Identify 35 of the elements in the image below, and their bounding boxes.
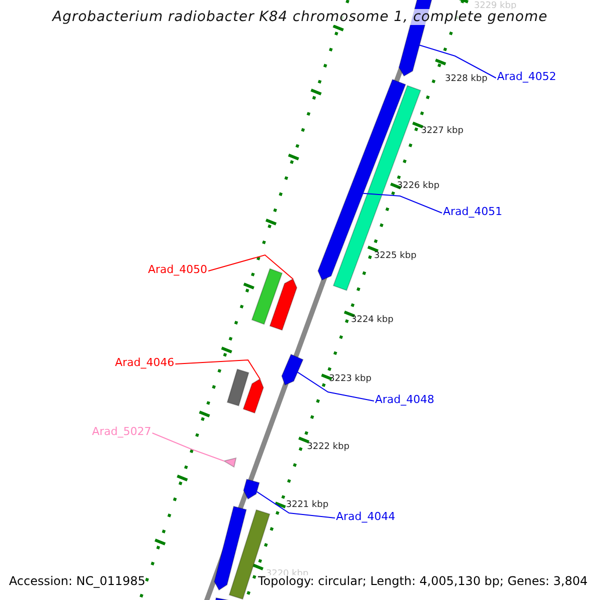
title: Agrobacterium radiobacter K84 chromosome 1, complete genome <box>52 9 548 25</box>
gene-label: Arad_4044 <box>336 511 396 524</box>
scale-label: 3224 kbp <box>351 315 394 326</box>
gene-block <box>214 597 228 600</box>
gene-block <box>281 354 304 386</box>
gene-block <box>214 506 247 591</box>
gene-label: Arad_4046 <box>115 357 174 370</box>
leader-line <box>419 44 496 78</box>
gene-label: Arad_4051 <box>443 206 502 219</box>
leader-line <box>362 192 442 214</box>
leader-line <box>297 372 374 402</box>
gene-block <box>332 84 422 292</box>
leader-line <box>174 359 260 380</box>
accession-text: Accession: NC_011985 <box>9 575 146 589</box>
gene-label: Arad_4050 <box>148 264 208 277</box>
scale-label: 3227 kbp <box>421 126 464 136</box>
gene-block <box>226 368 250 406</box>
scale-label: 3221 kbp <box>286 500 328 510</box>
scale-label: 3225 kbp <box>374 251 416 262</box>
gene-label: Arad_4048 <box>375 394 434 407</box>
gene-block <box>243 478 260 500</box>
scale-label: 3226 kbp <box>397 181 440 192</box>
scale-label: 3228 kbp <box>445 74 488 84</box>
gene-marker <box>222 457 237 468</box>
leader-line <box>152 432 224 462</box>
gene-block <box>251 268 283 325</box>
gene-block <box>242 378 264 414</box>
leader-line <box>208 254 294 280</box>
gene-label: Arad_4052 <box>497 71 556 84</box>
genome-info-text: Topology: circular; Length: 4,005,130 bp; Genes: 3,804 <box>258 575 588 589</box>
gene-block <box>269 278 298 331</box>
scale-label: 3222 kbp <box>307 442 350 452</box>
scale-label: 3223 kbp <box>329 374 372 384</box>
gene-label: Arad_5027 <box>92 426 152 439</box>
leader-line <box>256 491 336 518</box>
